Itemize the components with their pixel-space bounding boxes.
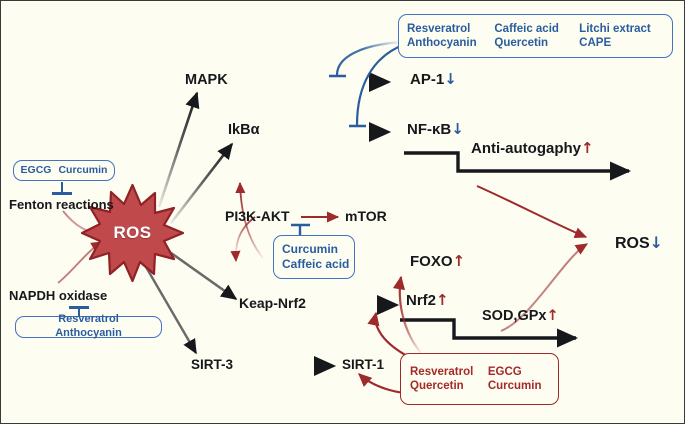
node-nfkb-label: NF-κB: [407, 121, 452, 138]
node-napdh-oxidase-label: NAPDH oxidase: [9, 288, 108, 303]
node-ap1-trend-arrow: ↓: [444, 70, 457, 88]
node-mapk-label: MAPK: [185, 72, 228, 88]
node-foxo-trend-arrow: ↑: [452, 252, 466, 270]
node-nfkb: NF-κB↓: [407, 120, 464, 138]
compound-caffeic-acid-pi3k: Caffeic acid: [282, 257, 350, 271]
compound-box-napdh-inhibitors: Resveratrol Anthocyanin: [15, 313, 162, 339]
node-anti-autophagy-trend-arrow: ↑: [581, 139, 594, 157]
node-nrf2-trend-arrow: ↑: [436, 291, 449, 309]
node-anti-autophagy-label: Anti-autogaphy: [471, 140, 581, 157]
node-ap1: AP-1↓: [410, 70, 457, 88]
ros-source-label: ROS: [113, 223, 152, 242]
compound-box-sirt-activators: Resveratrol EGCG Quercetin Curcumin: [400, 353, 559, 405]
inhibition-curve-nfkb: [355, 43, 404, 126]
node-keap-nrf2-label: Keap-Nrf2: [239, 295, 306, 311]
node-ap1-label: AP-1: [410, 71, 445, 88]
compound-caffeic-acid-nfkb: Caffeic acid: [494, 22, 559, 35]
node-sirt3-label: SIRT-3: [191, 357, 234, 372]
node-mapk: MAPK: [185, 73, 228, 88]
node-nfkb-trend-arrow: ↓: [451, 120, 464, 138]
node-nrf2: Nrf2↑: [406, 291, 449, 309]
node-pi3k-akt-label: PI3K-AKT: [225, 208, 290, 224]
inhibition-marker-fenton: [61, 182, 64, 193]
compound-resveratrol-nfkb: Resveratrol: [407, 22, 471, 35]
inhibition-marker-napdh: [78, 307, 81, 318]
compound-resveratrol-sirt: Resveratrol: [410, 365, 474, 378]
compound-curcumin-sirt: Curcumin: [487, 380, 542, 392]
node-ros-outcome: ROS↓: [615, 235, 663, 252]
node-anti-autophagy: Anti-autogaphy↑: [471, 139, 594, 157]
node-sirt1-label: SIRT-1: [342, 357, 385, 372]
compound-box-nfkb-ap1-inhibitors: Resveratrol Caffeic acid Litchi extract …: [398, 14, 673, 58]
compound-quercetin-nfkb: Quercetin: [494, 37, 549, 49]
edge-activators-to-foxo: [392, 275, 422, 354]
compound-curcumin-pi3k: Curcumin: [282, 242, 339, 256]
compound-box-fenton-inhibitors: EGCG Curcumin: [13, 160, 115, 181]
compound-resveratrol: Resveratrol: [58, 313, 119, 326]
node-sirt3: SIRT-3: [191, 358, 233, 372]
node-ikba-label: IkBα: [228, 122, 260, 138]
inhibition-bar-fenton: [52, 192, 72, 195]
node-sod-gpx: SOD,GPx↑: [482, 309, 559, 324]
node-nrf2-label: Nrf2: [406, 292, 437, 309]
ros-source-node: ROS: [81, 183, 184, 283]
node-mtor-label: mTOR: [345, 208, 387, 224]
node-ikba: IkBα: [228, 123, 259, 138]
node-ros-outcome-label: ROS: [615, 235, 650, 252]
node-sirt1: SIRT-1: [342, 358, 384, 372]
node-foxo-label: FOXO: [410, 253, 453, 270]
compound-anthocyanin: Anthocyanin: [55, 327, 122, 339]
node-mtor: mTOR: [345, 209, 387, 223]
node-sod-gpx-trend-arrow: ↑: [546, 308, 559, 324]
inhibition-curve-ap1: [335, 40, 402, 76]
star-burst-icon: [81, 183, 184, 283]
edge-antiautophagy-to-ros-down: [476, 185, 588, 239]
compound-litchi-extract-nfkb: Litchi extract: [579, 22, 651, 35]
compound-cape-nfkb: CAPE: [579, 37, 612, 49]
node-fenton-reactions-label: Fenton reactions: [9, 197, 114, 212]
compound-curcumin: Curcumin: [58, 163, 108, 176]
node-foxo: FOXO↑: [410, 252, 466, 270]
node-fenton-reactions: Fenton reactions: [9, 198, 114, 211]
node-keap-nrf2: Keap-Nrf2: [239, 296, 306, 310]
compound-egcg-sirt: EGCG: [487, 365, 522, 378]
compound-box-pi3k-inhibitors: Curcumin Caffeic acid: [273, 235, 355, 279]
compound-egcg: EGCG: [20, 163, 52, 176]
node-pi3k-akt: PI3K-AKT: [225, 209, 290, 223]
edge-activators-to-nrf2: [367, 311, 410, 358]
node-napdh-oxidase: NAPDH oxidase: [9, 289, 107, 302]
compound-anthocyanin-nfkb: Anthocyanin: [407, 37, 477, 49]
compound-quercetin-sirt: Quercetin: [410, 380, 464, 392]
node-sod-gpx-label: SOD,GPx: [482, 308, 547, 324]
node-ros-outcome-trend-arrow: ↓: [649, 233, 664, 252]
